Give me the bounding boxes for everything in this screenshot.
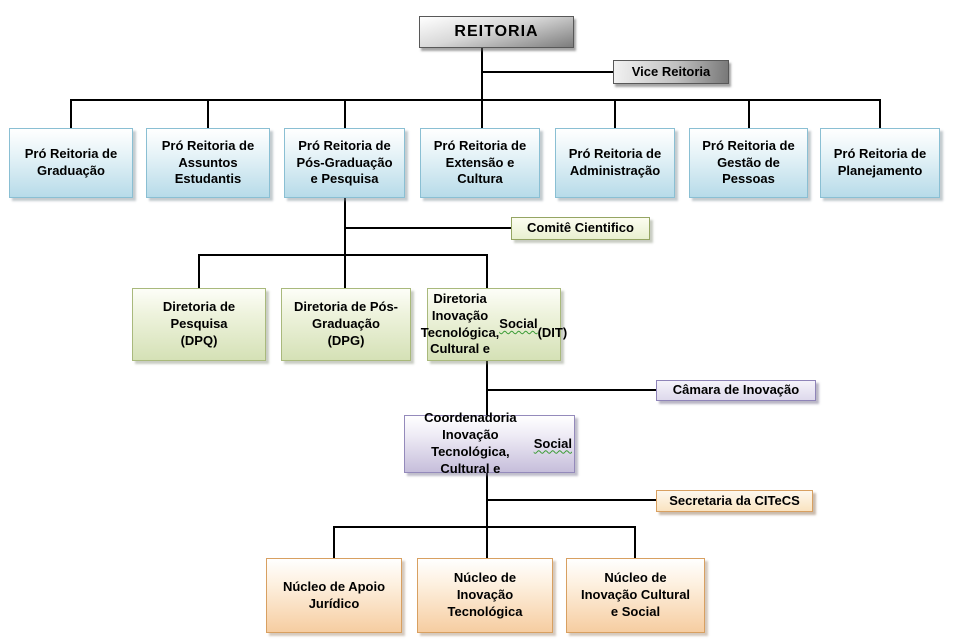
connector-stub-gestao (748, 99, 750, 128)
node-pro-reitoria-extensao-cultura: Pró Reitoria de Extensão e Cultura (420, 128, 540, 198)
node-pro-reitoria-pos-graduacao-pesquisa: Pró Reitoria de Pós-Graduação e Pesquisa (284, 128, 405, 198)
connector-stub-planejamento (879, 99, 881, 128)
connector-secretaria (487, 499, 656, 501)
connector-top-bar (70, 99, 880, 101)
node-nucleo-inovacao-cultural-social: Núcleo de Inovação Cultural e Social (566, 558, 705, 633)
connector-comite (345, 227, 511, 229)
connector-stub-nucleo-cultural (634, 526, 636, 558)
connector-stub-administracao (614, 99, 616, 128)
node-reitoria: REITORIA (419, 16, 574, 48)
connector-stub-assuntos (207, 99, 209, 128)
node-pro-reitoria-planejamento: Pró Reitoria de Planejamento (820, 128, 940, 198)
node-diretoria-pos-graduacao: Diretoria de Pós- Graduação (DPG) (281, 288, 411, 361)
connector-diretoria-bar (198, 254, 488, 256)
connector-stub-pos-graduacao (344, 99, 346, 128)
node-diretoria-inovacao: Diretoria Inovação Tecnológica, Cultural… (421, 288, 567, 361)
connector-stub-dpq (198, 254, 200, 288)
connector-vice-reitoria (482, 71, 613, 73)
node-comite-cientifico: Comitê Cientifico (511, 217, 650, 240)
connector-posgrad-spine (344, 198, 346, 288)
node-pro-reitoria-graduacao: Pró Reitoria de Graduação (9, 128, 133, 198)
connector-coordenadoria-spine (486, 473, 488, 558)
connector-reitoria-down (481, 48, 483, 128)
spellcheck-squiggle: Social (499, 316, 538, 332)
node-vice-reitoria: Vice Reitoria (613, 60, 729, 84)
connector-stub-graduacao (70, 99, 72, 128)
connector-camara (487, 389, 656, 391)
node-secretaria-citecs: Secretaria da CITeCS (656, 490, 813, 512)
node-nucleo-apoio-juridico: Núcleo de Apoio Jurídico (266, 558, 402, 633)
node-coordenadoria-inovacao: Coordenadoria Inovação Tecnológica, Cult… (404, 410, 575, 476)
connector-stub-nucleo-juridico (333, 526, 335, 558)
node-pro-reitoria-assuntos-estudantis: Pró Reitoria de Assuntos Estudantis (146, 128, 270, 198)
connector-dit-spine (486, 361, 488, 415)
node-pro-reitoria-administracao: Pró Reitoria de Administração (555, 128, 675, 198)
node-camara-inovacao: Câmara de Inovação (656, 380, 816, 401)
node-diretoria-pesquisa: Diretoria de Pesquisa (DPQ) (132, 288, 266, 361)
connector-stub-dit (486, 254, 488, 288)
connector-nucleo-bar (333, 526, 636, 528)
node-nucleo-inovacao-tecnologica: Núcleo de Inovação Tecnológica (417, 558, 553, 633)
spellcheck-squiggle: Social (533, 435, 572, 451)
node-pro-reitoria-gestao-pessoas: Pró Reitoria de Gestão de Pessoas (689, 128, 808, 198)
